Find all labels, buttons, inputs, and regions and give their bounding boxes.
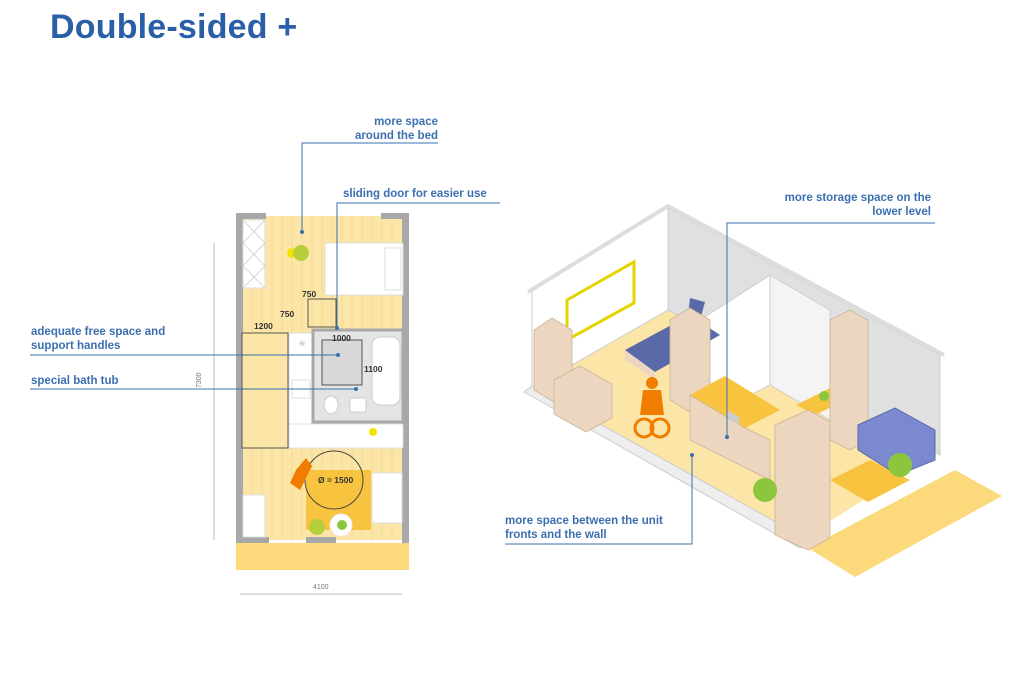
label-sliding-door: sliding door for easier use (343, 188, 487, 200)
label-line: lower level (872, 206, 931, 218)
label-line: more storage space on the (784, 192, 931, 204)
wheelchair-user-icon (633, 377, 671, 439)
dim-total-width: 4100 (313, 584, 329, 591)
label-line: around the bed (354, 130, 438, 142)
dim-square-height: 750 (280, 309, 295, 319)
dim-bath-width: 1000 (332, 333, 351, 343)
dim-turning-circle: Ø = 1500 (318, 475, 354, 485)
dim-bath-height: 1100 (364, 364, 383, 374)
label-unit-fronts: more space between the unit fronts and t… (505, 514, 663, 542)
label-line: support handles (31, 340, 121, 352)
dim-square-width: 750 (302, 289, 317, 299)
label-storage: more storage space on the lower level (735, 191, 931, 219)
label-free-space: adequate free space and support handles (31, 325, 165, 353)
label-line: fronts and the wall (505, 529, 607, 541)
svg-text:✳: ✳ (298, 339, 306, 350)
label-line: more space between the unit (505, 515, 663, 527)
label-bed-space: more space around the bed (300, 115, 438, 143)
label-line: adequate free space and (31, 326, 166, 338)
page-title: Double-sided + (50, 8, 298, 46)
label-bath-tub: special bath tub (31, 375, 119, 387)
dim-kitchen-width: 1200 (254, 321, 273, 331)
label-line: more space (374, 116, 438, 128)
